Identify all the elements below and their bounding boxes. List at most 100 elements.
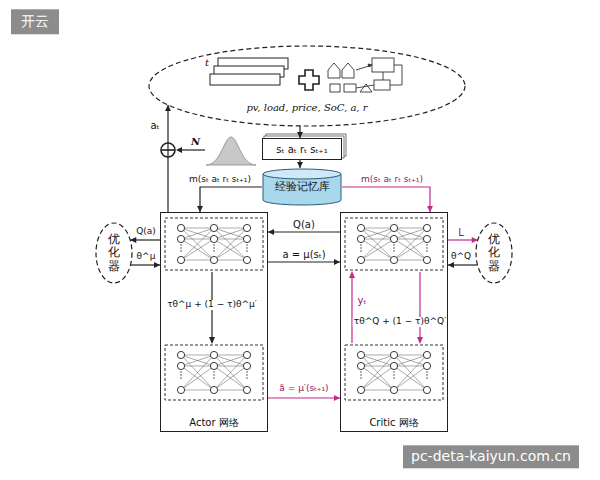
connector <box>448 262 478 268</box>
update-formula: τθ^μ + (1 − τ)θ^μ′ <box>166 300 258 310</box>
connector <box>197 187 262 212</box>
net-dots <box>393 371 394 372</box>
neuron <box>243 224 250 231</box>
neuron <box>423 386 430 393</box>
net-dots <box>426 377 427 378</box>
net-link <box>361 228 394 260</box>
connector <box>130 237 160 243</box>
net-link <box>394 228 427 239</box>
net-link <box>181 390 214 391</box>
net-link <box>214 239 247 260</box>
neuron <box>243 386 250 393</box>
net-link <box>181 239 214 260</box>
arrow-head <box>417 337 423 344</box>
net-dots <box>213 244 214 245</box>
net-dots <box>360 377 361 378</box>
net-link <box>181 228 214 229</box>
net-dots <box>180 244 181 245</box>
node-text: 优化器 <box>488 233 500 273</box>
net-dots <box>426 247 427 248</box>
net-dots <box>213 374 214 375</box>
net-link <box>361 366 394 390</box>
net-dots <box>180 247 181 248</box>
target-arrow <box>351 276 352 343</box>
net-link <box>361 228 394 239</box>
neuron <box>390 386 397 393</box>
neuron <box>390 351 397 358</box>
edge-label: θ^Q <box>450 252 472 262</box>
net-link <box>181 366 214 390</box>
net-link <box>361 390 394 391</box>
optimizer-ellipse: 优化器 <box>475 222 513 284</box>
connector <box>268 229 340 235</box>
net-dots <box>360 371 361 372</box>
connector <box>297 126 303 138</box>
net-link <box>214 239 247 260</box>
neuron <box>243 351 250 358</box>
noise-curve: N <box>205 134 257 166</box>
net-dots <box>180 371 181 372</box>
connector <box>268 395 340 401</box>
net-dots <box>426 371 427 372</box>
optimizer-ellipse: 优化器 <box>95 222 133 284</box>
edge-label: θ^μ <box>136 252 157 262</box>
net-link <box>181 355 214 390</box>
neuron <box>357 362 364 369</box>
net-link <box>361 355 394 390</box>
connector <box>342 187 433 212</box>
net-dots <box>246 244 247 245</box>
net-link <box>361 355 394 356</box>
net-dots <box>180 374 181 375</box>
net-link <box>361 239 394 260</box>
neuron <box>357 235 364 242</box>
connector-line <box>268 231 340 232</box>
net-link <box>214 366 247 390</box>
connector-line <box>167 105 168 212</box>
neuron <box>177 362 184 369</box>
edge-label: Q(a) <box>292 219 316 230</box>
net-link <box>214 239 247 240</box>
arrow-head <box>209 337 215 344</box>
neuron <box>210 256 217 263</box>
net-link <box>214 366 247 367</box>
connector-line <box>200 187 262 212</box>
net-link <box>214 228 247 260</box>
connector <box>297 160 303 168</box>
net-link <box>181 228 214 260</box>
connector-line <box>342 187 430 212</box>
ellipse-outline <box>96 223 132 283</box>
net-link <box>181 355 214 390</box>
net-link <box>181 228 214 260</box>
neuron <box>243 235 250 242</box>
net-link <box>214 355 247 390</box>
neuron <box>177 235 184 242</box>
net-link <box>394 228 427 229</box>
net-dots <box>213 371 214 372</box>
arrow-head <box>130 237 136 243</box>
node-text: Critic 网络 <box>369 417 418 428</box>
watermark: pc-deta-kaiyun.com.cn <box>403 445 579 468</box>
neuron <box>357 386 364 393</box>
net-link <box>394 355 427 390</box>
edge-label: Q(a) <box>135 227 157 237</box>
edge-label: aₜ <box>149 120 160 131</box>
node-text: Actor 网络 <box>189 417 239 428</box>
net-link <box>361 228 394 239</box>
actor-network: Actor 网络 <box>160 212 268 432</box>
connector <box>448 237 478 243</box>
net-dots <box>246 377 247 378</box>
node-text: t <box>205 57 209 68</box>
node-text: N <box>191 136 200 147</box>
edge-label: L <box>457 227 465 238</box>
ellipse-outline <box>149 46 465 126</box>
environment-ellipse: t pv, load, price, SoC, a, r <box>148 45 466 127</box>
edge-label: a = μ(sₜ) <box>281 249 326 260</box>
net-link <box>361 355 394 390</box>
neuron <box>423 256 430 263</box>
net-link <box>181 239 214 240</box>
noise-curve-outline <box>205 134 257 166</box>
net-dots <box>393 250 394 251</box>
net-dots <box>246 371 247 372</box>
node-text: pv, load, price, SoC, a, r <box>148 102 466 113</box>
net-link <box>214 228 247 239</box>
